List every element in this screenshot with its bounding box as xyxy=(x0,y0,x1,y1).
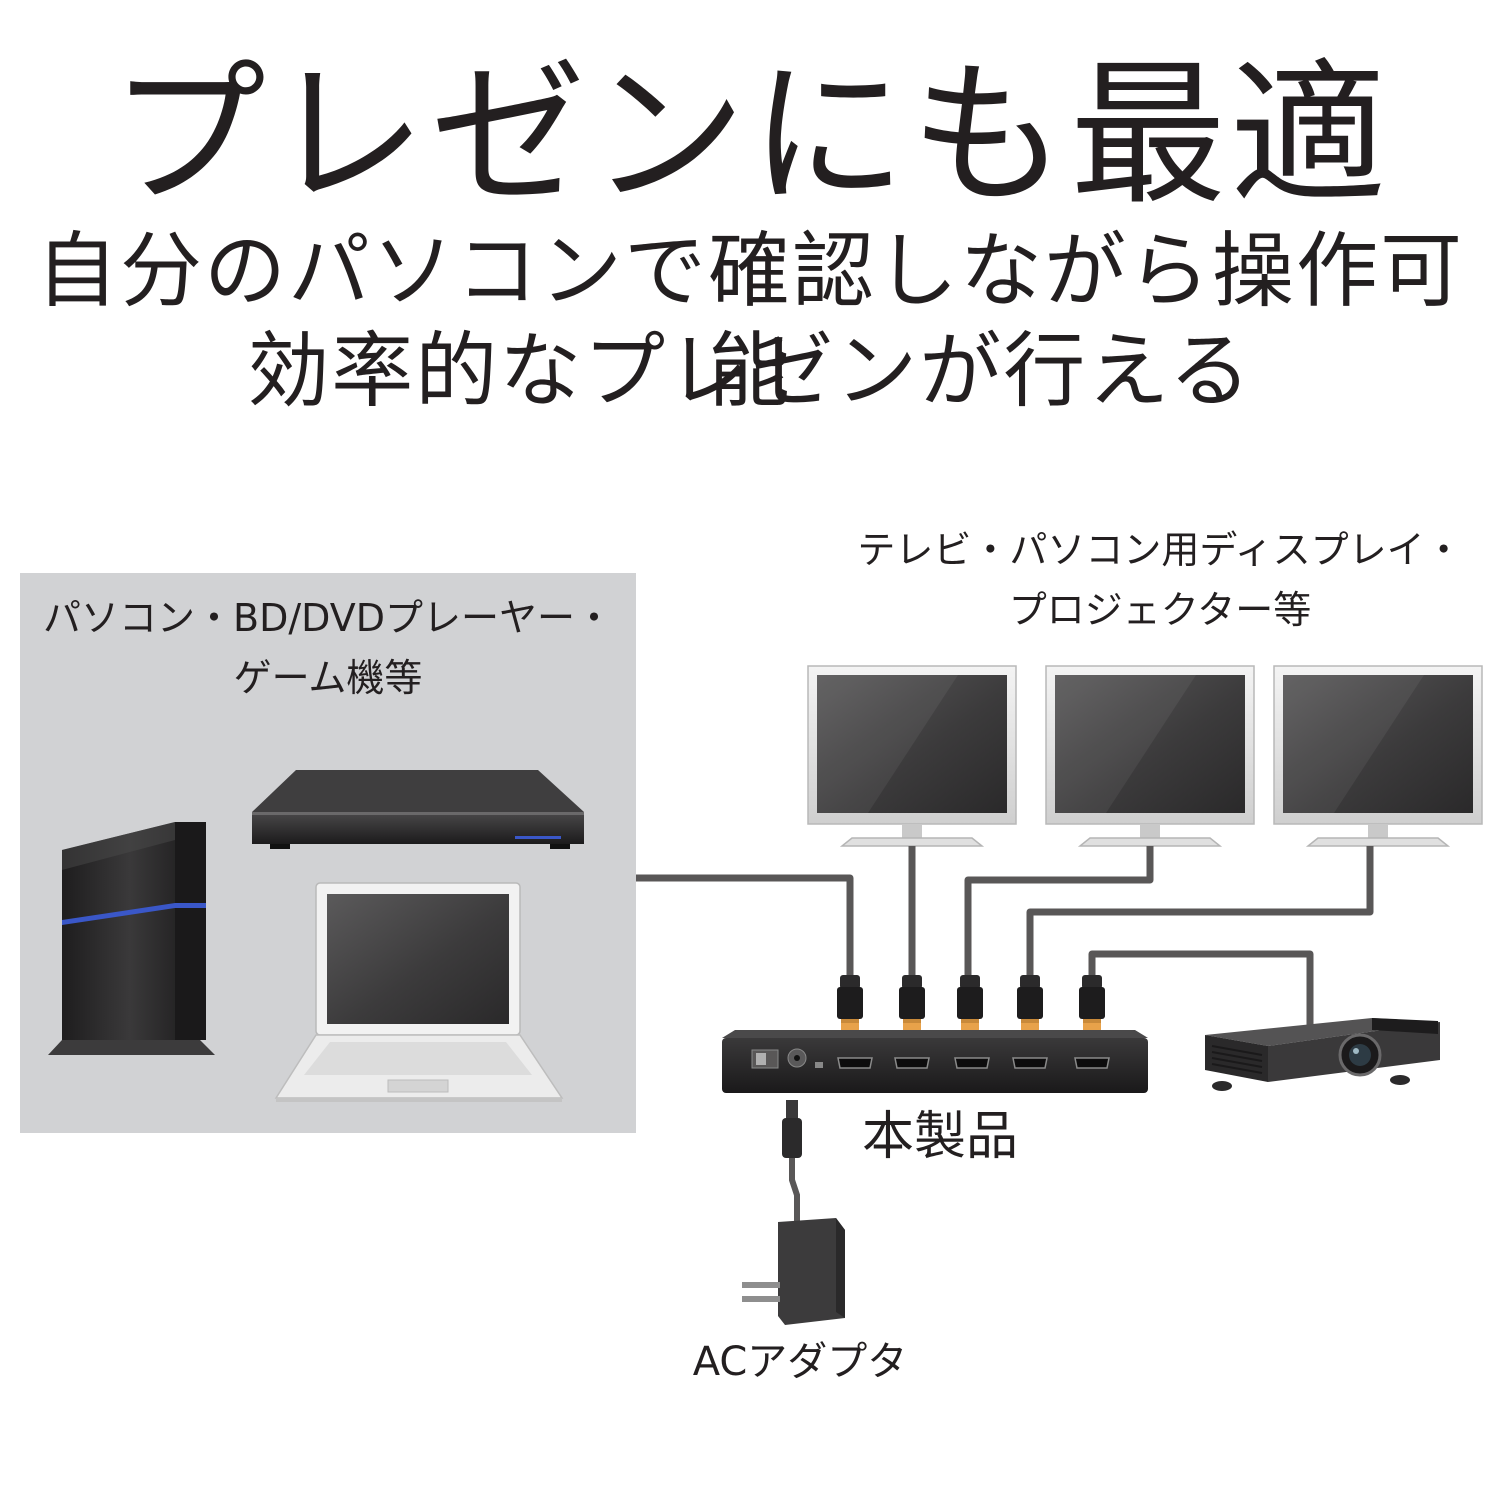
page-title: プレゼンにも最適 xyxy=(110,44,1390,226)
monitor-icon xyxy=(807,665,1017,847)
display-devices-label-line-2: プロジェクター等 xyxy=(1008,588,1312,632)
projector-icon xyxy=(1205,1018,1440,1091)
display-devices-label: テレビ・パソコン用ディスプレイ・ プロジェクター等 xyxy=(815,520,1500,640)
display-devices-label-line-1: テレビ・パソコン用ディスプレイ・ xyxy=(857,528,1463,572)
hdmi-cables xyxy=(636,846,1374,1036)
bd-dvd-player-icon xyxy=(252,770,584,849)
laptop-icon xyxy=(274,882,564,1102)
ac-adapter-icon xyxy=(742,1100,845,1325)
subtitle-line-2: 効率的なプレゼンが行える xyxy=(247,324,1253,419)
product-label: 本製品 xyxy=(861,1107,1018,1167)
subtitle-line-1: 自分のパソコンで確認しながら操作可能 xyxy=(35,224,1464,419)
monitor-icon xyxy=(1045,665,1255,847)
hdmi-plug-icon xyxy=(837,975,1105,1033)
source-devices-label: パソコン・BD/DVDプレーヤー・ ゲーム機等 xyxy=(20,588,636,708)
monitor-icon xyxy=(1273,665,1483,847)
source-devices-label-line-1: パソコン・BD/DVDプレーヤー・ xyxy=(43,596,613,640)
ac-adapter-label: ACアダプタ xyxy=(692,1339,908,1385)
source-devices-label-line-2: ゲーム機等 xyxy=(233,656,423,700)
hdmi-splitter-icon xyxy=(722,1030,1148,1093)
game-console-icon xyxy=(48,822,215,1055)
